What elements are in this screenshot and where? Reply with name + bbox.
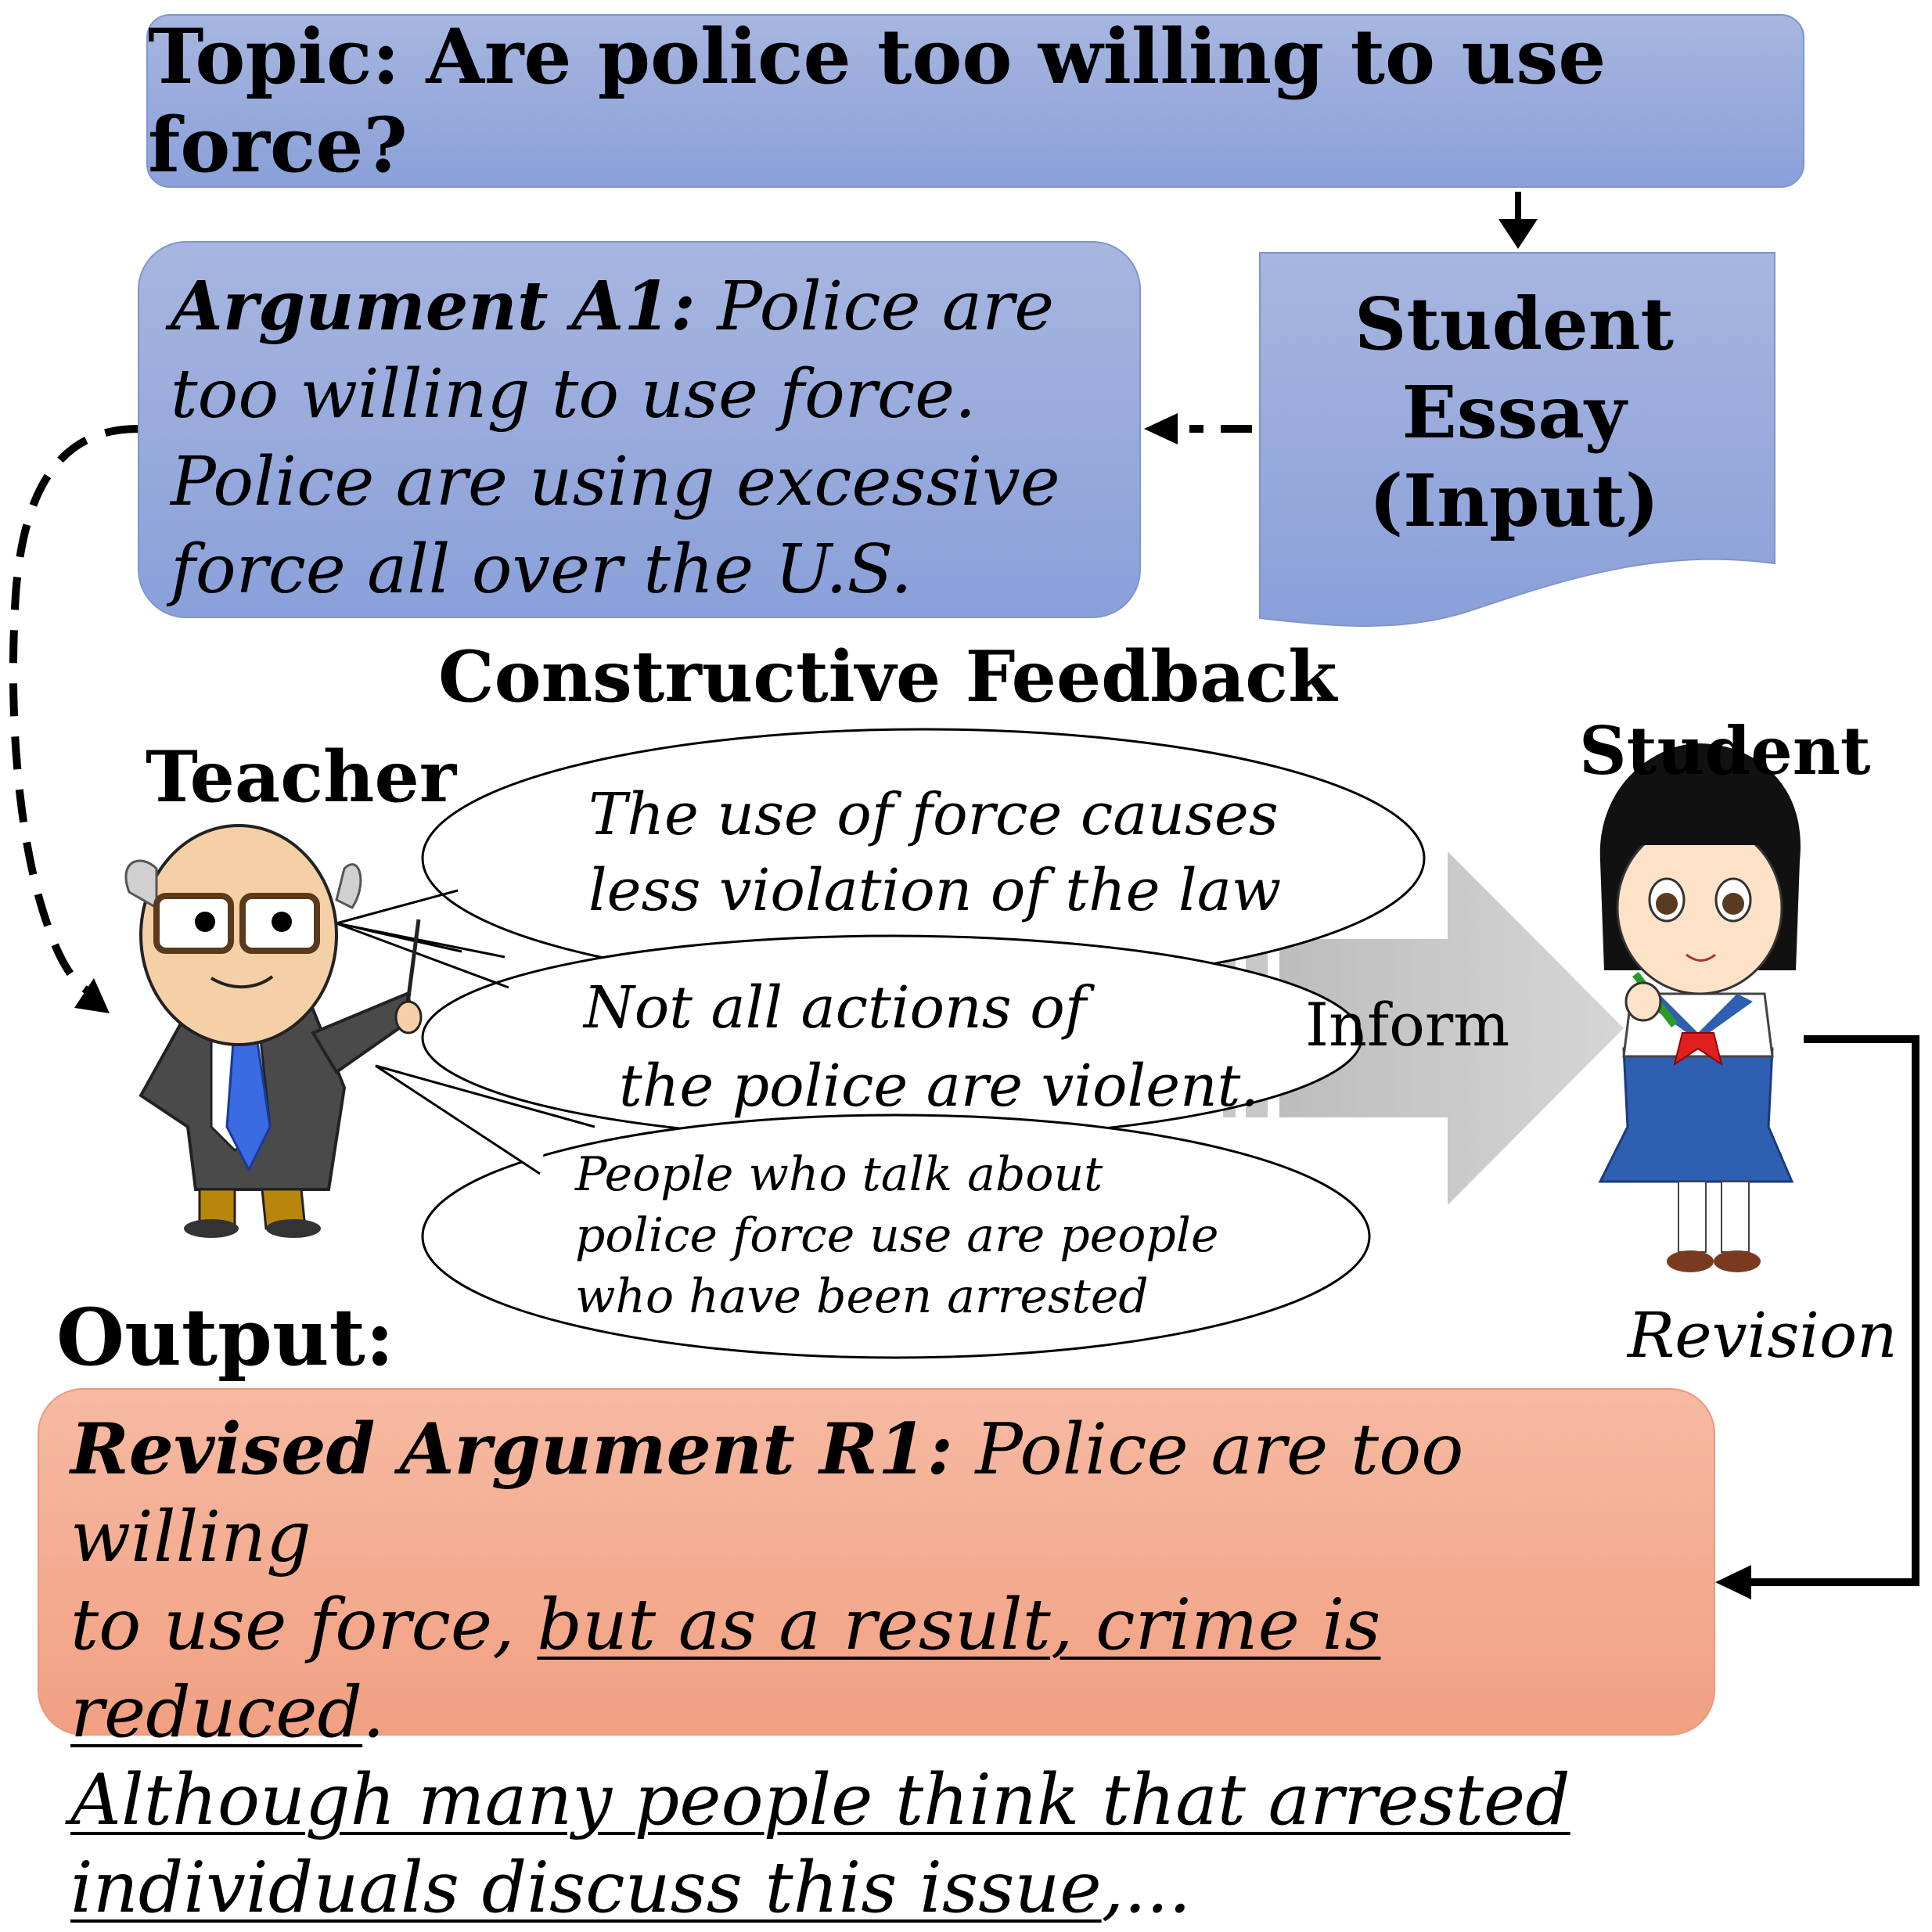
- feedback-3-text: People who talk about police force use a…: [575, 1144, 1218, 1327]
- revised-line4-underlined: individuals discuss this issue: [70, 1847, 1102, 1929]
- student-illustration: [1598, 743, 1801, 1272]
- revision-arrow: [1715, 1035, 1919, 1599]
- revised-line2-plain: to use force,: [70, 1584, 538, 1666]
- student-label: Student: [1579, 712, 1871, 790]
- feedback-2-line1: Not all actions of: [584, 974, 1087, 1042]
- student-essay-document: [1259, 252, 1775, 627]
- diagram-canvas: [9, 192, 1919, 1599]
- feedback-2-line2: the police are violent.: [619, 1052, 1259, 1120]
- revision-label: Revision: [1628, 1299, 1898, 1372]
- argument-line4: force all over the U.S.: [171, 531, 912, 609]
- inform-label: Inform: [1305, 990, 1510, 1060]
- feedback-3-line2: police force use are people: [575, 1208, 1219, 1263]
- feedback-title: Constructive Feedback: [438, 635, 1337, 718]
- feedback-1-text: The use of force causes less violation o…: [588, 777, 1281, 929]
- essay-to-argument-arrow: [1144, 413, 1252, 444]
- argument-text: Argument A1: Police are too willing to u…: [171, 263, 1125, 613]
- feedback-1-line1: The use of force causes: [588, 781, 1279, 848]
- teacher-label: Teacher: [146, 736, 457, 818]
- topic-box: Topic: Are police too willing to use for…: [146, 13, 1804, 189]
- revised-line2-underlined: but as a result, crime is reduced: [70, 1584, 1381, 1754]
- revised-line3: Although many people think that arrested: [70, 1759, 1570, 1841]
- student-essay-label: Student Essay (Input): [1256, 280, 1772, 545]
- essay-line3: (Input): [1369, 459, 1660, 543]
- revised-label: Revised Argument R1:: [70, 1408, 953, 1491]
- teacher-illustration: [124, 824, 423, 1238]
- argument-label: Argument A1:: [171, 267, 696, 346]
- argument-line1: Police are: [695, 268, 1055, 346]
- argument-to-teacher-arrow: [9, 425, 139, 1013]
- bubble-3: [375, 1064, 1371, 1359]
- revised-argument-text: Revised Argument R1: Police are too will…: [70, 1405, 1714, 1932]
- revised-argument-box: Revised Argument R1: Police are too will…: [38, 1388, 1715, 1929]
- feedback-2-text: Not all actions of the police are violen…: [584, 969, 1259, 1125]
- essay-line2: Essay: [1401, 370, 1627, 455]
- output-label: Output:: [56, 1291, 394, 1383]
- feedback-3-line1: People who talk about: [575, 1147, 1103, 1202]
- argument-line2: too willing to use force.: [171, 355, 977, 434]
- revised-line2-end: .: [362, 1671, 385, 1754]
- essay-line1: Student: [1354, 282, 1675, 366]
- revised-line1: Police are too willing: [70, 1409, 1464, 1578]
- feedback-1-line2: less violation of the law: [588, 857, 1282, 924]
- revised-line4-end: ,...: [1101, 1847, 1192, 1929]
- feedback-3-line3: who have been arrested: [575, 1269, 1149, 1324]
- argument-line3: Police are using excessive: [171, 443, 1060, 521]
- topic-text: Topic: Are police too willing to use for…: [148, 13, 1606, 189]
- argument-box: Argument A1: Police are too willing to u…: [138, 241, 1141, 618]
- topic-to-essay-arrow: [1498, 192, 1538, 249]
